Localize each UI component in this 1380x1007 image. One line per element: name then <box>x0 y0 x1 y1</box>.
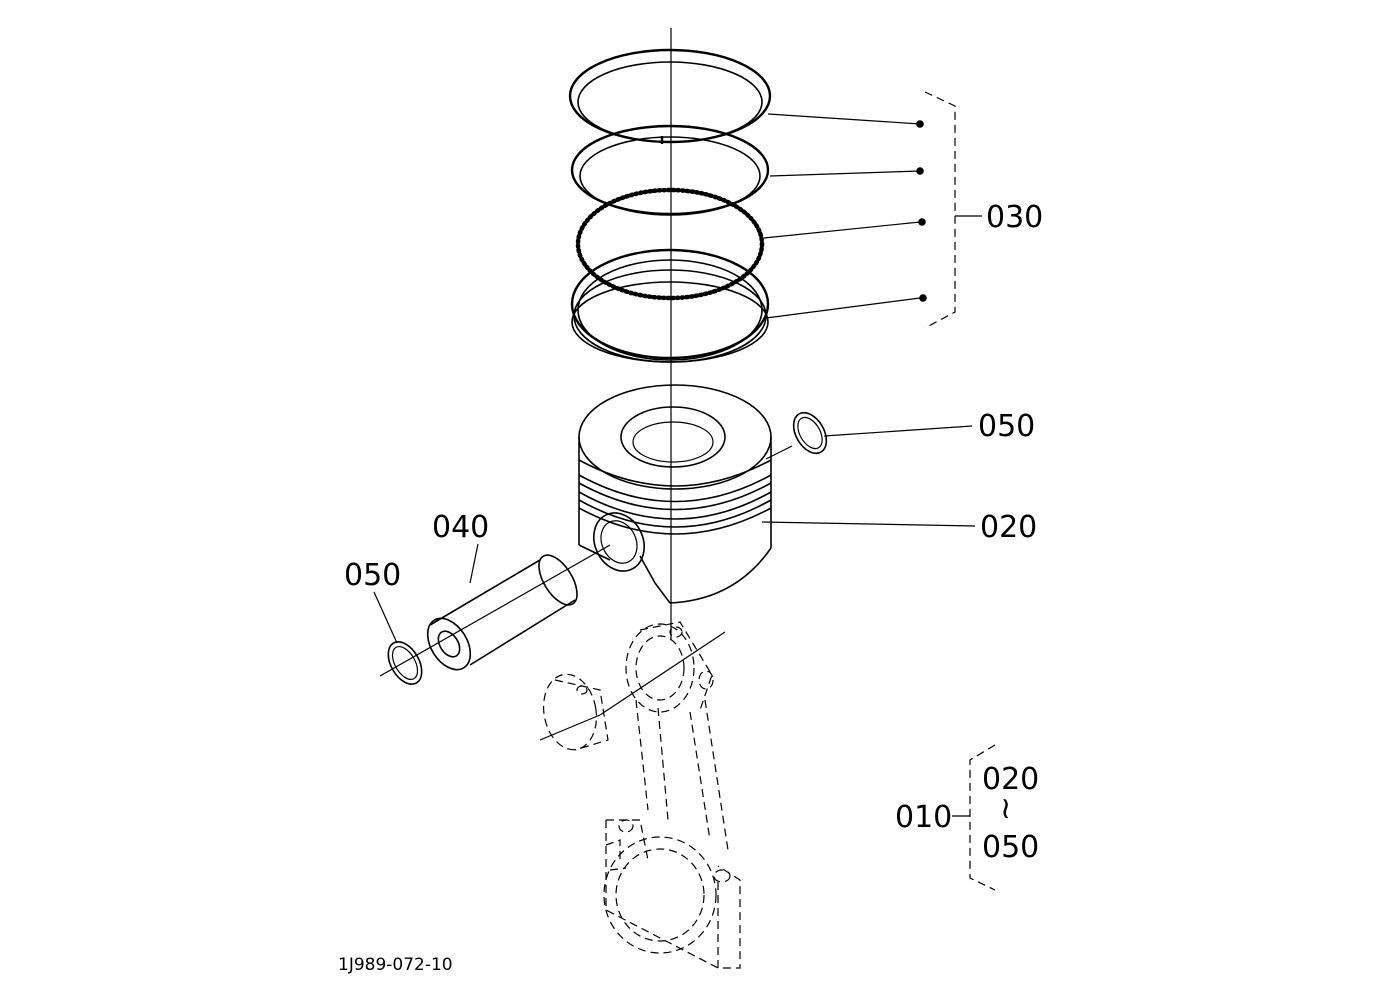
assembly-label-010: 010 <box>895 800 952 835</box>
ring-leader-lines <box>763 113 927 319</box>
piston-pin <box>426 554 578 671</box>
circlip-right <box>792 411 828 455</box>
pin-axis <box>379 544 611 677</box>
piston <box>578 384 772 604</box>
assembly-range-end: 050 <box>982 830 1039 865</box>
top-compression-ring <box>568 48 772 144</box>
callout-030: 030 <box>986 200 1043 235</box>
assembly-range-symbol: ≀ <box>1000 791 1011 826</box>
ring-set-bracket <box>924 91 982 329</box>
oil-control-ring <box>570 248 770 363</box>
oil-ring-expander-spring <box>575 187 765 301</box>
callout-050-right: 050 <box>978 409 1035 444</box>
second-compression-ring <box>570 124 770 216</box>
assembly-group-bracket <box>952 744 996 891</box>
connecting-rod <box>539 621 741 969</box>
assembly-range-start: 020 <box>982 762 1039 797</box>
callout-020: 020 <box>980 510 1037 545</box>
callout-040: 040 <box>432 510 489 545</box>
callout-050-left: 050 <box>344 558 401 593</box>
circlip-left <box>387 641 423 685</box>
document-id: 1J989-072-10 <box>338 955 453 975</box>
